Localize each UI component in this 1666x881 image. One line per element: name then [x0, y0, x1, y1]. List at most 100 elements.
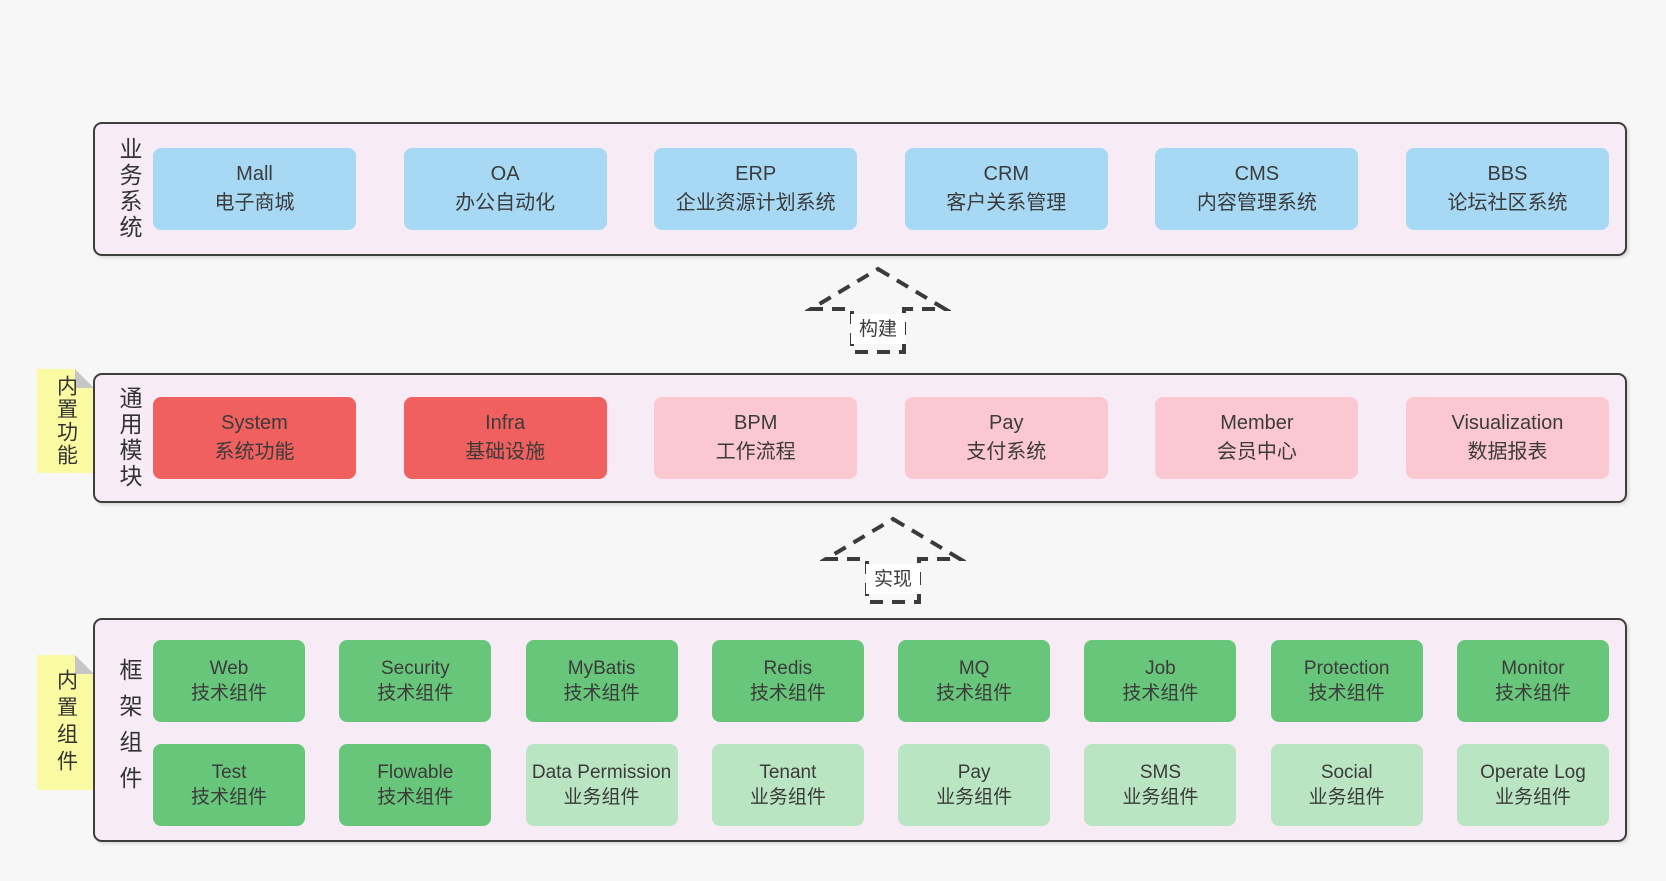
- box-title: Redis: [763, 658, 813, 679]
- box-subtitle: 技术组件: [1308, 683, 1385, 704]
- box-title: Test: [211, 762, 247, 783]
- box-subtitle: 技术组件: [1122, 683, 1199, 704]
- component-box-infra: Infra 基础设施: [403, 397, 607, 479]
- component-box-erp: ERP 企业资源计划系统: [654, 148, 858, 230]
- component-box-web: Web 技术组件: [153, 640, 305, 722]
- component-box-member: Member 会员中心: [1155, 397, 1359, 479]
- box-subtitle: 企业资源计划系统: [675, 192, 836, 214]
- box-title: Mall: [236, 163, 273, 185]
- box-subtitle: 技术组件: [377, 683, 454, 704]
- dashed-up-arrow-icon: 构建: [805, 266, 951, 354]
- box-title: Visualization: [1451, 412, 1564, 434]
- box-subtitle: 工作流程: [715, 441, 796, 463]
- sticky-note-built-in-features: 内置功能: [37, 369, 94, 473]
- component-box-redis: Redis 技术组件: [711, 640, 864, 722]
- component-box-mall: Mall 电子商城: [153, 148, 356, 230]
- box-subtitle: 电子商城: [214, 192, 295, 214]
- note-label: 内置功能: [54, 375, 78, 467]
- box-title: Monitor: [1501, 658, 1565, 679]
- box-title: CMS: [1234, 163, 1280, 185]
- box-subtitle: 业务组件: [1122, 787, 1199, 808]
- box-subtitle: 论坛社区系统: [1447, 192, 1568, 214]
- component-box-tenant: Tenant 业务组件: [711, 744, 864, 826]
- layer-label: 框架组件: [116, 658, 142, 802]
- box-subtitle: 业务组件: [749, 787, 826, 808]
- box-subtitle: 业务组件: [563, 787, 640, 808]
- component-box-test: Test 技术组件: [153, 744, 305, 826]
- box-title: Member: [1220, 412, 1294, 434]
- box-title: Tenant: [759, 762, 817, 783]
- box-subtitle: 支付系统: [966, 441, 1047, 463]
- component-box-pay: Pay 业务组件: [898, 744, 1051, 826]
- box-subtitle: 技术组件: [190, 787, 267, 808]
- component-box-social: Social 业务组件: [1270, 744, 1423, 826]
- component-box-visualization: Visualization 数据报表: [1405, 397, 1609, 479]
- box-subtitle: 数据报表: [1467, 441, 1548, 463]
- layer-common-modules: 通用模块 System 系统功能 Infra 基础设施 BPM 工作流程 Pay 支付系统 Me…: [93, 373, 1627, 503]
- box-title: SMS: [1139, 762, 1181, 783]
- box-subtitle: 技术组件: [936, 683, 1013, 704]
- box-subtitle: 内容管理系统: [1196, 192, 1317, 214]
- box-subtitle: 客户关系管理: [946, 192, 1067, 214]
- box-title: Infra: [485, 412, 526, 434]
- arrow-up-build: 构建: [805, 264, 951, 356]
- component-box-cms: CMS 内容管理系统: [1155, 148, 1359, 230]
- box-subtitle: 技术组件: [563, 683, 640, 704]
- component-box-mybatis: MyBatis 技术组件: [525, 640, 678, 722]
- box-title: Operate Log: [1480, 762, 1586, 783]
- component-box-bpm: BPM 工作流程: [654, 397, 858, 479]
- component-box-mq: MQ 技术组件: [898, 640, 1051, 722]
- box-title: Pay: [989, 412, 1024, 434]
- component-box-system: System 系统功能: [153, 397, 356, 479]
- box-subtitle: 办公自动化: [455, 192, 556, 214]
- arrow-up-implement: 实现: [820, 514, 966, 606]
- box-subtitle: 技术组件: [749, 683, 826, 704]
- arrow-label: 实现: [874, 568, 912, 590]
- box-subtitle: 技术组件: [377, 787, 454, 808]
- box-subtitle: 基础设施: [465, 441, 546, 463]
- component-box-monitor: Monitor 技术组件: [1456, 640, 1609, 722]
- box-title: System: [221, 412, 288, 434]
- box-subtitle: 业务组件: [1308, 787, 1385, 808]
- box-title: BPM: [734, 412, 778, 434]
- box-title: Protection: [1303, 658, 1390, 679]
- box-subtitle: 技术组件: [1494, 683, 1571, 704]
- component-box-bbs: BBS 论坛社区系统: [1405, 148, 1609, 230]
- sticky-note-built-in-components: 内置组件: [37, 655, 94, 790]
- arrow-label: 构建: [859, 318, 897, 340]
- box-subtitle: 业务组件: [936, 787, 1013, 808]
- box-title: CRM: [983, 163, 1030, 185]
- component-box-protection: Protection 技术组件: [1270, 640, 1423, 722]
- box-subtitle: 业务组件: [1494, 787, 1571, 808]
- component-box-pay: Pay 支付系统: [904, 397, 1108, 479]
- component-box-job: Job 技术组件: [1084, 640, 1237, 722]
- box-title: OA: [490, 163, 520, 185]
- layer-label: 通用模块: [116, 386, 142, 490]
- component-box-sms: SMS 业务组件: [1084, 744, 1237, 826]
- box-title: BBS: [1487, 163, 1528, 185]
- box-title: Web: [209, 658, 249, 679]
- component-box-operate-log: Operate Log 业务组件: [1456, 744, 1609, 826]
- arrow-label-bg: [851, 314, 905, 344]
- box-title: Pay: [957, 762, 991, 783]
- box-title: Job: [1145, 658, 1176, 679]
- box-title: Social: [1320, 762, 1373, 783]
- box-row: Mall 电子商城 OA 办公自动化 ERP 企业资源计划系统 CRM 客户关系管理 CMS 内容…: [153, 124, 1609, 254]
- component-box-security: Security 技术组件: [339, 640, 492, 722]
- dashed-up-arrow-icon: 实现: [820, 516, 966, 604]
- box-title: ERP: [735, 163, 777, 185]
- box-subtitle: 技术组件: [190, 683, 267, 704]
- arrow-label-bg: [866, 564, 920, 594]
- box-title: MQ: [958, 658, 990, 679]
- box-row: System 系统功能 Infra 基础设施 BPM 工作流程 Pay 支付系统 Member 会…: [153, 375, 1609, 501]
- box-subtitle: 系统功能: [214, 441, 295, 463]
- box-title: MyBatis: [567, 658, 636, 679]
- box-subtitle: 会员中心: [1216, 441, 1297, 463]
- box-title: Security: [380, 658, 450, 679]
